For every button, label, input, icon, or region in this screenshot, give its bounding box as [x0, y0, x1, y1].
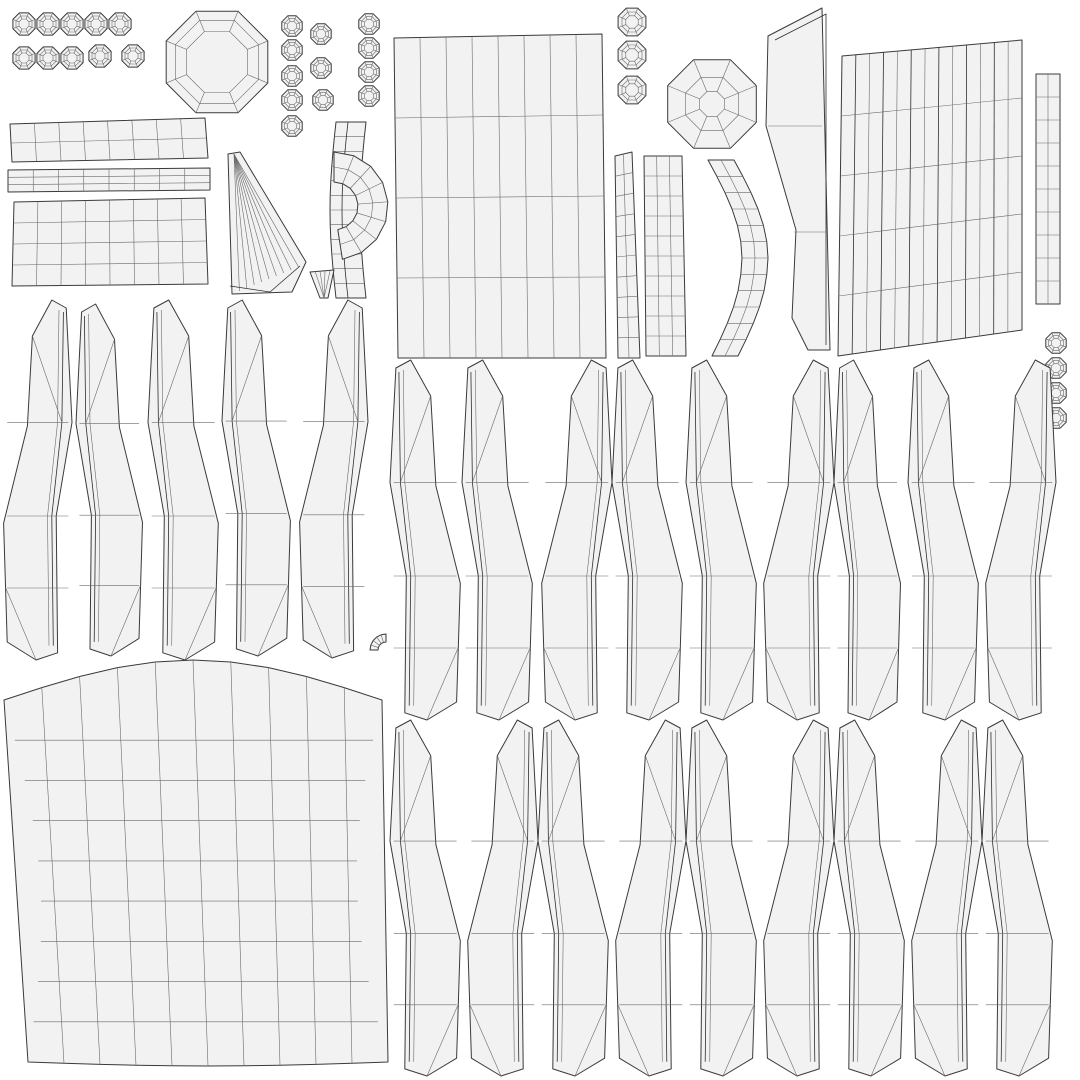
leg-panel-island [907, 359, 979, 721]
octagon-small-island [60, 46, 84, 70]
octagon-small-island [281, 89, 303, 111]
panel-large-island [393, 33, 607, 359]
octagon-small-island [281, 115, 303, 137]
octagon-small-island [36, 12, 60, 36]
fan-island [227, 151, 307, 295]
octagon-small-island [12, 12, 36, 36]
octagon-small-island [312, 89, 334, 111]
leg-panel-island [763, 719, 835, 1077]
octagon-large-island [667, 59, 757, 149]
panel-tall-island [765, 7, 831, 351]
leg-panel-island [147, 299, 219, 661]
octagon-small-island [310, 57, 332, 79]
leg-panel-island [461, 359, 533, 721]
leg-panel-island [615, 719, 687, 1077]
octagon-small-island [358, 37, 380, 59]
octagon-small-island [281, 15, 303, 37]
leg-panel-island [221, 299, 291, 657]
leg-panel-island [763, 359, 835, 721]
octagon-small-island [281, 39, 303, 61]
leg-panel-island [389, 719, 461, 1077]
leg-panel-island [537, 719, 609, 1077]
strip-vertical-island [643, 155, 687, 357]
octagon-small-island [617, 75, 647, 105]
leg-panel-island [75, 303, 143, 657]
strip-curved-island [707, 159, 769, 357]
leg-panel-island [685, 719, 757, 1077]
leg-panel-island [611, 359, 683, 721]
octagon-small-island [358, 13, 380, 35]
leg-panel-island [981, 719, 1053, 1077]
leg-panel-island [299, 299, 369, 659]
misc-islands [227, 151, 389, 651]
octagon-small-island [12, 46, 36, 70]
octagon-small-island [121, 44, 145, 68]
leg-panel-island [833, 359, 901, 721]
octagon-small-island [310, 23, 332, 45]
panel-large-island [837, 39, 1023, 357]
leg-panel-island [911, 719, 983, 1077]
octagon-small-island [108, 12, 132, 36]
octagon-small-island [88, 44, 112, 68]
leg-panel-island [467, 719, 539, 1077]
leg-panel-island [685, 359, 757, 721]
octagon-small-island [281, 65, 303, 87]
leg-panel-island [833, 719, 905, 1077]
octagon-islands [12, 7, 1067, 429]
tiny-arc-island [369, 633, 387, 651]
panel-large-island [3, 659, 389, 1067]
octagon-small-island [36, 46, 60, 70]
tiny-fan-island [309, 269, 335, 299]
octagon-small-island [617, 7, 647, 37]
strip-horizontal-island [9, 117, 209, 163]
strip-vertical-island [1035, 73, 1061, 305]
octagon-small-island [1045, 332, 1067, 354]
octagon-large-island [165, 10, 269, 114]
octagon-small-island [60, 12, 84, 36]
strip-horizontal-island [7, 167, 211, 193]
strip-vertical-island [614, 151, 641, 359]
leg-panel-islands [3, 299, 1057, 1077]
leg-panel-island [389, 359, 461, 721]
leg-panel-island [541, 359, 613, 721]
leg-panel-island [985, 359, 1057, 721]
octagon-small-island [617, 40, 647, 70]
octagon-small-island [358, 85, 380, 107]
octagon-small-island [358, 61, 380, 83]
panel-islands [3, 7, 1023, 1067]
strip-horizontal-island [11, 197, 209, 287]
octagon-small-island [84, 12, 108, 36]
leg-panel-island [3, 299, 73, 661]
ring-segment-island [333, 151, 389, 260]
